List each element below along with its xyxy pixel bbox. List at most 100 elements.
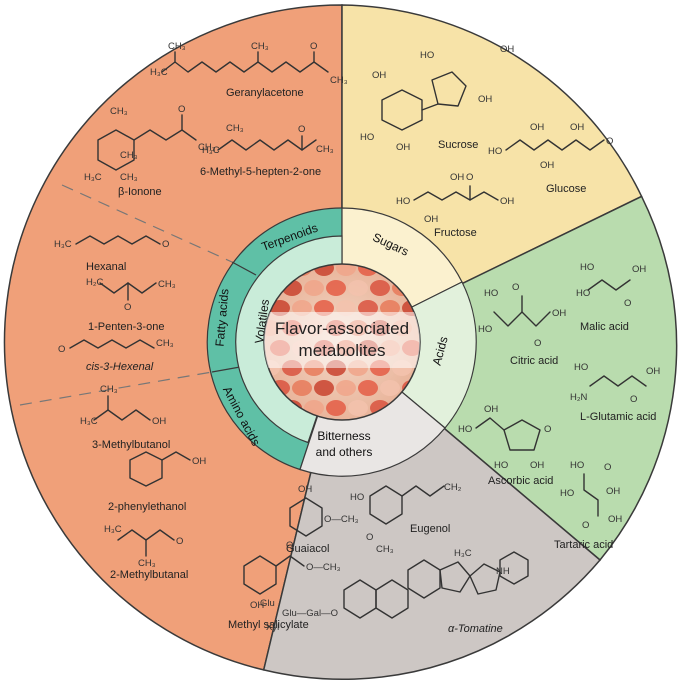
svg-text:OH: OH [540,160,554,171]
svg-text:OH: OH [500,196,514,207]
svg-text:HO: HO [494,460,508,471]
svg-text:HO: HO [396,196,410,207]
structure-fructose: HO OH OH O OH [396,172,514,225]
svg-text:OH: OH [552,308,566,319]
svg-text:CH₂: CH₂ [444,482,462,493]
svg-text:OH: OH [152,416,166,427]
svg-text:CH₃: CH₃ [168,41,186,52]
svg-text:CH₃: CH₃ [316,144,334,155]
svg-text:O—CH₃: O—CH₃ [306,562,341,573]
name-guaiacol: Guaiacol [286,543,329,555]
name-methyl-salicylate: Methyl salicylate [228,619,309,631]
center-title-line2: metabolites [299,341,386,360]
svg-text:NH: NH [496,566,510,577]
svg-text:OH: OH [396,142,410,153]
svg-text:HO: HO [580,262,594,273]
tomato-slice [326,400,346,416]
name-methylheptenone: 6-Methyl-5-hepten-2-one [200,166,321,178]
svg-text:HO: HO [488,146,502,157]
svg-text:O: O [534,338,541,349]
svg-text:HO: HO [576,288,590,299]
tomato-slice [314,264,334,276]
svg-text:H₃C: H₃C [80,416,98,427]
name-geranylacetone: Geranylacetone [226,87,304,99]
svg-text:H₂N: H₂N [570,392,588,403]
dashed-divider-top [61,184,233,263]
svg-text:O: O [298,124,305,135]
svg-text:HO: HO [570,460,584,471]
svg-text:OH: OH [372,70,386,81]
structure-glutamic: HO H₂N OH O [570,362,660,405]
structure-hexanal: H₃C O [54,235,169,250]
svg-text:CH₃: CH₃ [376,544,394,555]
svg-text:OH: OH [500,44,514,55]
svg-text:O—CH₃: O—CH₃ [324,514,359,525]
svg-text:O: O [176,536,183,547]
svg-text:H₃C: H₃C [54,239,72,250]
name-phenylethanol: 2-phenylethanol [108,501,186,513]
name-eugenol: Eugenol [410,523,450,535]
svg-text:O: O [178,104,185,115]
structure-methyl-salicylate: OH O O—CH₃ [243,540,341,611]
center-title-line1: Flavor-associated [275,319,409,338]
name-tartaric: Tartaric acid [554,539,613,551]
svg-text:O: O [162,239,169,250]
tomato-slice [380,380,400,396]
svg-text:HO: HO [350,492,364,503]
svg-text:O: O [286,540,293,551]
label-fatty-acids: Fatty acids [213,288,232,347]
tomato-slice [348,400,368,416]
name-malic: Malic acid [580,321,629,333]
svg-text:CH₃: CH₃ [110,106,128,117]
tomato-slice [292,380,312,396]
svg-text:CH₃: CH₃ [158,279,176,290]
structure-glucose: HO OH OH OH O [488,122,613,171]
svg-text:O: O [544,424,551,435]
name-methylbutanol: 3-Methylbutanol [92,439,170,451]
svg-text:Xyl: Xyl [266,622,279,633]
svg-text:H₃C: H₃C [202,145,220,156]
name-hexanal: Hexanal [86,261,126,273]
svg-text:OH: OH [632,264,646,275]
svg-text:Glu: Glu [260,598,275,609]
name-glucose: Glucose [546,183,586,195]
structure-methylbutanal: H₃C CH₃ O [104,524,183,569]
structure-eugenol: HO CH₂ O CH₃ [350,482,462,555]
structure-malic: HO OH O HO [576,262,646,309]
center-text-backdrop [264,312,420,368]
name-sucrose: Sucrose [438,139,478,151]
structure-phenylethanol: OH [129,451,206,487]
svg-text:OH: OH [298,484,312,495]
structure-methylbutanol: H₃C CH₃ OH [80,384,166,427]
structure-citric: HO HO O OH O [478,282,566,349]
svg-text:CH₃: CH₃ [120,150,138,161]
name-ascorbic: Ascorbic acid [488,475,553,487]
svg-text:CH₃: CH₃ [120,172,138,183]
svg-text:O: O [606,136,613,147]
structure-pentenone: H₂C O CH₃ [86,277,176,313]
name-pentenone: 1-Penten-3-one [88,321,164,333]
name-glutamic: L-Glutamic acid [580,411,656,423]
svg-text:HO: HO [458,424,472,435]
svg-text:OH: OH [530,122,544,133]
svg-text:O: O [310,41,317,52]
svg-text:OH: OH [192,456,206,467]
svg-text:HO: HO [560,488,574,499]
svg-text:CH₃: CH₃ [138,558,156,569]
structure-sucrose: OH OH HO HO OH OH [360,44,514,153]
svg-text:OH: OH [606,486,620,497]
label-bitterness-1: Bitterness [317,429,370,443]
name-citric: Citric acid [510,355,558,367]
svg-text:OH: OH [450,172,464,183]
svg-text:H₃C: H₃C [84,172,102,183]
svg-text:O: O [58,344,65,355]
svg-text:HO: HO [574,362,588,373]
label-bitterness-2: and others [316,445,373,459]
tomato-slice [348,280,368,296]
dashed-divider-bottom [19,371,213,406]
structure-guaiacol: OH O—CH₃ [289,484,359,537]
structure-ascorbic: HO OH HO OH O [458,404,551,471]
svg-text:H₃C: H₃C [150,67,168,78]
name-methylbutanal: 2-Methylbutanal [110,569,188,581]
